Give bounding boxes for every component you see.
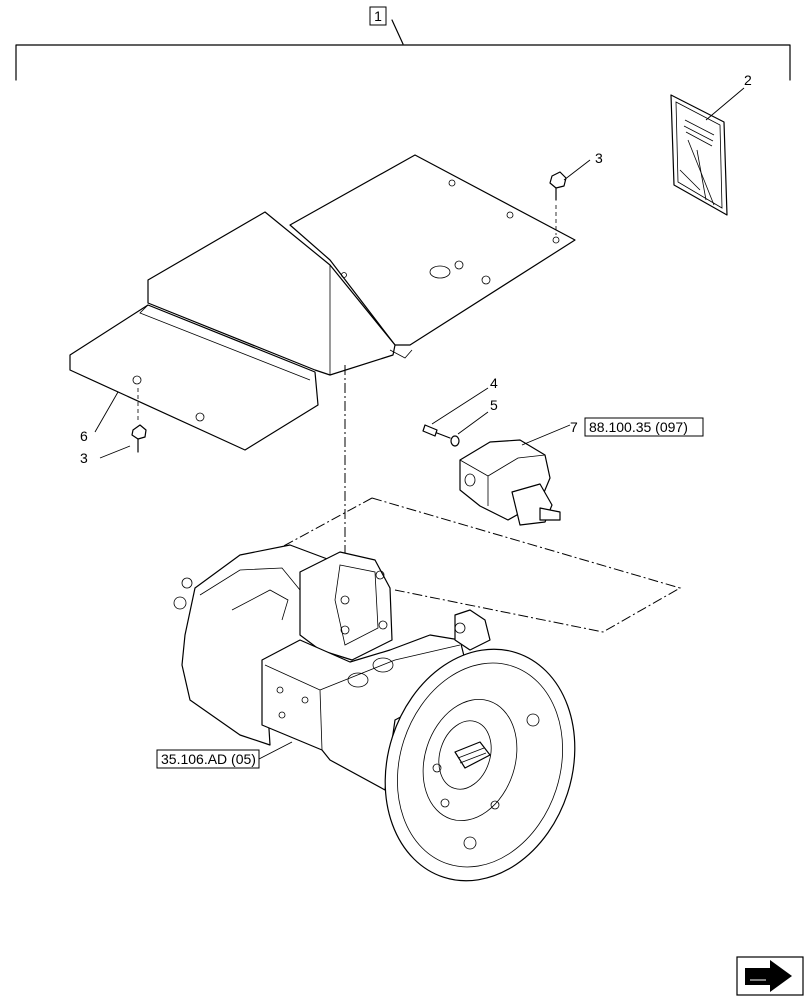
item-6-callout: 6 bbox=[80, 391, 119, 444]
item-3-bottom-label: 3 bbox=[80, 450, 88, 466]
main-hydraulic-pump[interactable] bbox=[173, 544, 604, 906]
ref-box-gear-pump[interactable] bbox=[584, 417, 704, 437]
item-5-label: 5 bbox=[490, 397, 498, 413]
item-1-box[interactable] bbox=[369, 6, 387, 26]
assembly-bracket: 1 bbox=[15, 6, 791, 81]
item-4-label: 4 bbox=[490, 375, 498, 391]
ref-gear-pump-label[interactable]: 88.100.35 (097) bbox=[589, 419, 688, 435]
ref-main-pump-label[interactable]: 35.106.AD (05) bbox=[161, 751, 256, 767]
main-pump-callout: 35.106.AD (05) bbox=[156, 741, 293, 769]
bolt-bottom[interactable]: 3 bbox=[80, 388, 147, 466]
gear-pump[interactable]: 4 5 7 88.100.35 (097) bbox=[422, 375, 704, 526]
manual-booklet[interactable]: 2 bbox=[670, 72, 752, 216]
item-6-label: 6 bbox=[80, 428, 88, 444]
assembly-centerlines bbox=[279, 365, 682, 633]
item-7-label: 7 bbox=[570, 419, 578, 435]
item-3-top-label: 3 bbox=[595, 150, 603, 166]
item-1-label: 1 bbox=[374, 8, 382, 24]
bolt-top[interactable]: 3 bbox=[549, 150, 603, 235]
item-2-label: 2 bbox=[744, 72, 752, 88]
cover-plate[interactable] bbox=[69, 154, 576, 451]
next-arrow-icon[interactable] bbox=[736, 956, 804, 996]
